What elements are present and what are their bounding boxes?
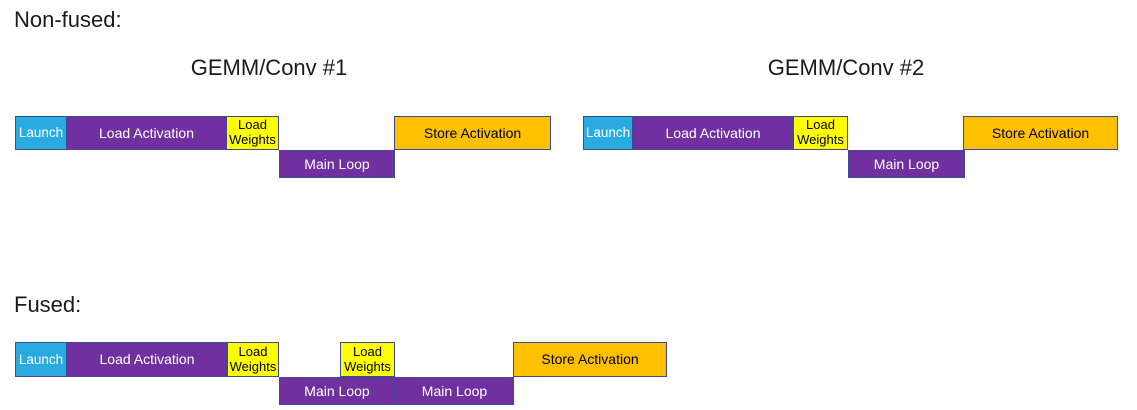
- nonfused-g2-store-activation-block: Store Activation: [963, 116, 1118, 150]
- fused-main-loop-1-block: Main Loop: [279, 377, 395, 405]
- nonfused-g2-main-loop-block: Main Loop: [848, 150, 965, 178]
- gemm-conv-2-title: GEMM/Conv #2: [767, 55, 925, 80]
- nonfused-g2-load-activation-block: Load Activation: [633, 116, 793, 150]
- nonfused-g1-load-activation-block: Load Activation: [67, 116, 226, 150]
- fused-load-activation-block: Load Activation: [67, 342, 227, 377]
- nonfused-g1-main-loop-block: Main Loop: [279, 150, 395, 178]
- nonfused-g1-launch-block: Launch: [15, 116, 67, 150]
- fused-section-heading: Fused:: [14, 292, 82, 317]
- nonfused-section-heading: Non-fused:: [14, 7, 122, 32]
- gemm-conv-1-title: GEMM/Conv #1: [190, 55, 348, 80]
- fused-load-weights-1-block: Load Weights: [227, 342, 279, 377]
- fused-store-activation-block: Store Activation: [513, 342, 667, 377]
- nonfused-g2-load-weights-block: Load Weights: [793, 116, 848, 150]
- fused-main-loop-2-block: Main Loop: [395, 377, 514, 405]
- nonfused-g1-store-activation-block: Store Activation: [394, 116, 551, 150]
- nonfused-g1-load-weights-block: Load Weights: [226, 116, 279, 150]
- fused-load-weights-2-block: Load Weights: [340, 342, 395, 377]
- fused-launch-block: Launch: [15, 342, 67, 377]
- nonfused-g2-launch-block: Launch: [583, 116, 633, 150]
